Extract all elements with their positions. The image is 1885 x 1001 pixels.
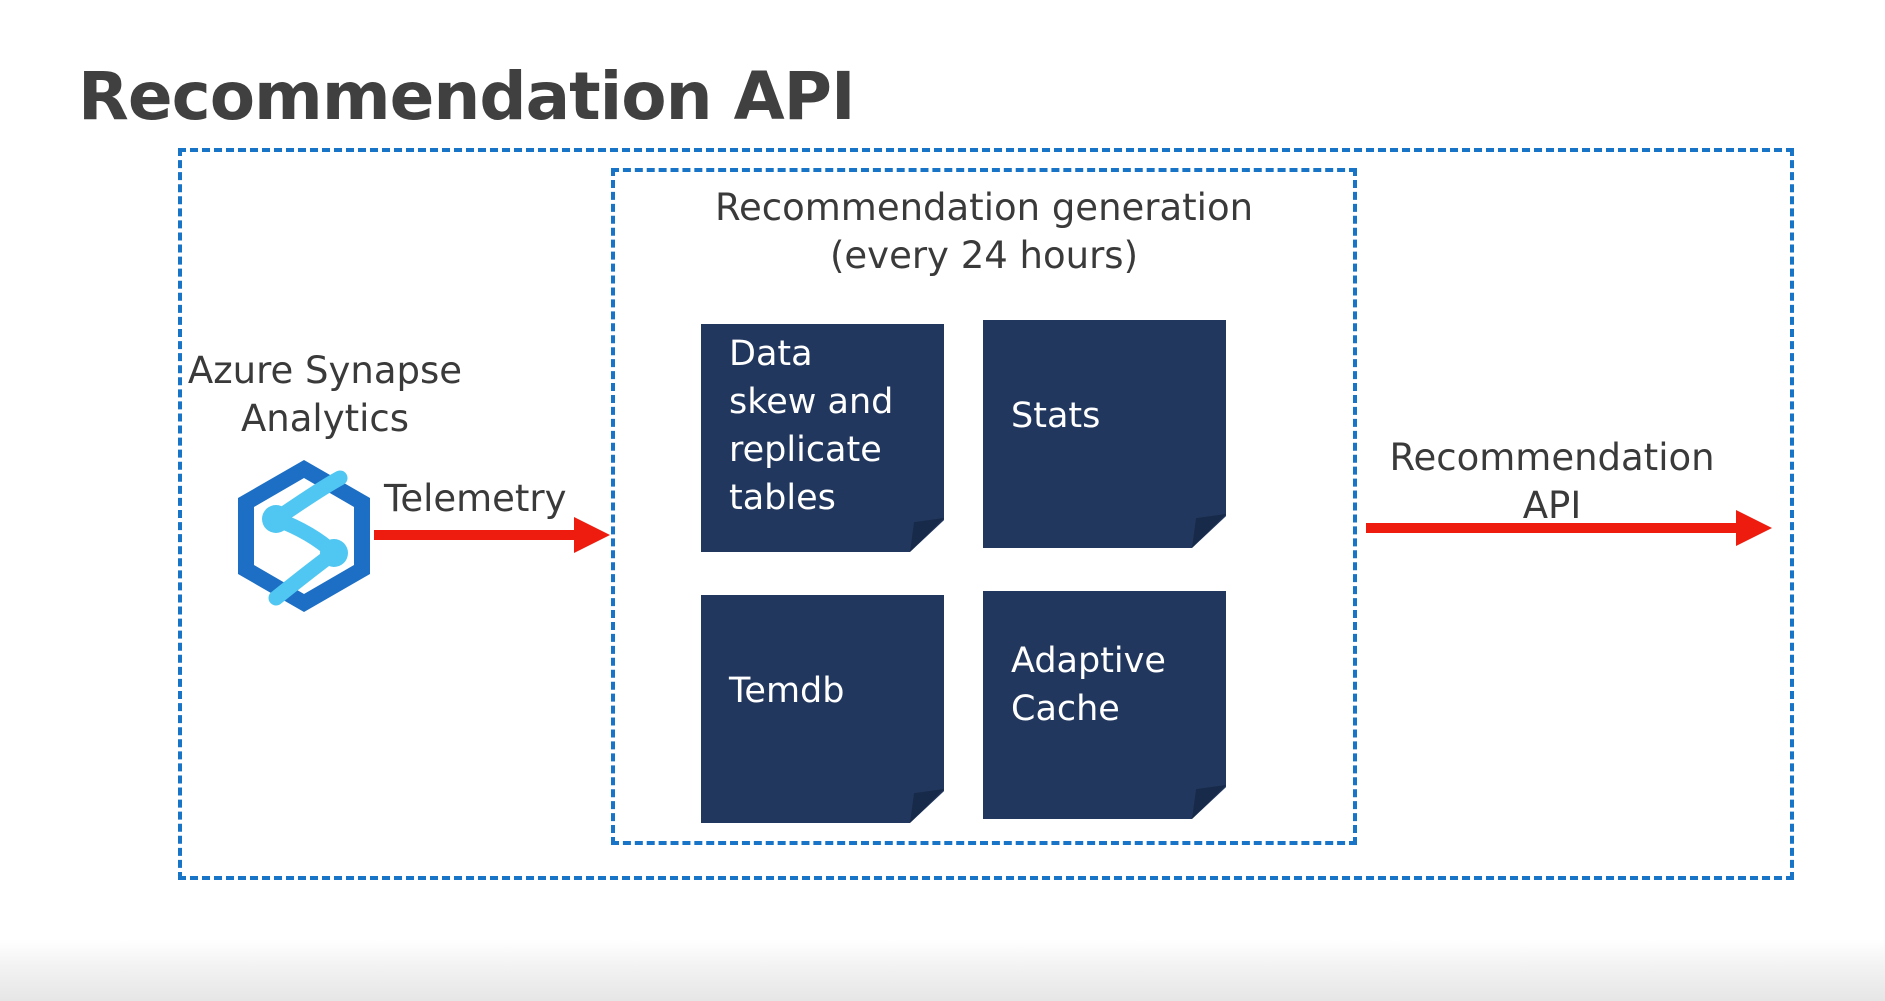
azure-synapse-label: Azure Synapse Analytics (180, 347, 470, 443)
card-text-line: Cache (1011, 689, 1120, 729)
card-adaptive-cache: Adaptive Cache (983, 591, 1226, 819)
api-label-line-1: Recommendation (1389, 436, 1715, 479)
generation-title-line-1: Recommendation generation (714, 186, 1254, 229)
card-stats: Stats (983, 320, 1226, 548)
card-text-line: Stats (1011, 396, 1101, 436)
card-text-line: Temdb (729, 671, 845, 711)
card-text-line: replicate (729, 430, 882, 470)
recommendation-generation-boundary (611, 168, 1357, 845)
page-title: Recommendation API (78, 58, 856, 135)
card-text-line: Data (729, 334, 813, 374)
card-text-line: tables (729, 478, 836, 518)
card-stats-text: Stats (1011, 392, 1100, 440)
card-data-skew: Data skew and replicate tables (701, 324, 944, 552)
outer-system-boundary (178, 148, 1794, 880)
generation-title-line-2: (every 24 hours) (829, 234, 1139, 277)
card-text-line: Adaptive (1011, 641, 1166, 681)
card-temdb-text: Temdb (729, 667, 845, 715)
card-temdb: Temdb (701, 595, 944, 823)
card-adaptive-cache-text: Adaptive Cache (1011, 637, 1166, 733)
api-label-line-2: API (1522, 484, 1582, 527)
card-data-skew-text: Data skew and replicate tables (729, 330, 893, 522)
card-text-line: skew and (729, 382, 894, 422)
recommendation-generation-title: Recommendation generation (every 24 hour… (611, 184, 1357, 280)
synapse-label-line-2: Analytics (240, 397, 410, 440)
recommendation-api-label: Recommendation API (1372, 434, 1732, 530)
synapse-label-line-1: Azure Synapse (187, 349, 463, 392)
telemetry-label: Telemetry (384, 477, 567, 520)
